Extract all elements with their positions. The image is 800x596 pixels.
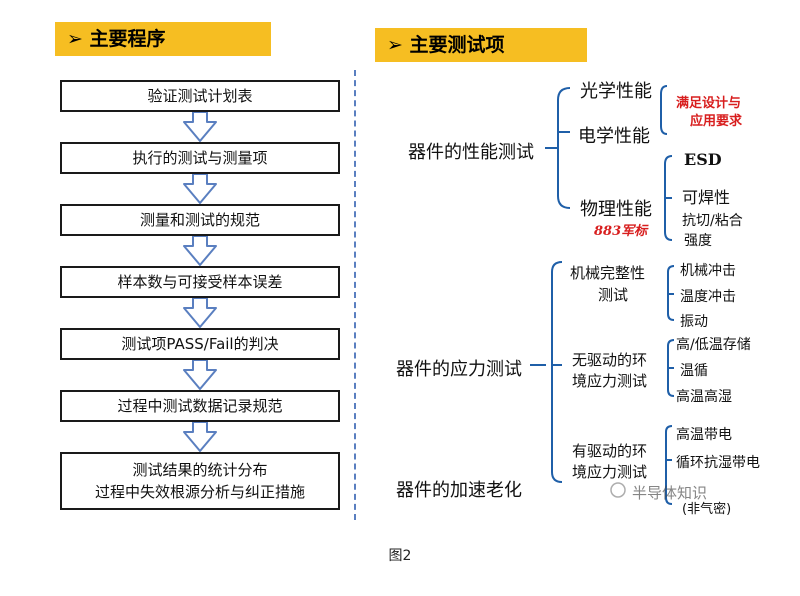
sub-optical: 光学性能 (580, 81, 652, 102)
sub-mechanical-line-1: 机械完整性 (570, 264, 646, 282)
watermark: 半导体知识 (632, 484, 708, 502)
down-arrow-icon (183, 173, 217, 204)
wechat-icon (610, 482, 626, 498)
sub-nondriven-line-1: 无驱动的环 (572, 351, 648, 369)
group-title-aging: 器件的加速老化 (396, 480, 522, 501)
item-strength: 强度 (684, 233, 712, 249)
flow-step-6: 过程中测试数据记录规范 (60, 390, 340, 422)
down-arrow-icon (183, 359, 217, 390)
side-note-line-2: 应用要求 (690, 114, 743, 129)
item-thermal-shock: 温度冲击 (680, 289, 736, 305)
column-divider (354, 70, 356, 520)
figure-caption: 图2 (388, 548, 412, 564)
item-high-temp-humidity: 高温高湿 (676, 389, 732, 405)
item-esd: ESD (684, 150, 722, 169)
flow-step-5: 测试项PASS/Fail的判决 (60, 328, 340, 360)
flow-step-4: 样本数与可接受样本误差 (60, 266, 340, 298)
sub-nondriven-line-2: 境应力测试 (572, 372, 648, 390)
item-cyclic-humidity-bias: 循环抗湿带电 (676, 455, 760, 471)
item-non-hermetic: (非气密) (682, 502, 732, 517)
sub-driven-line-2: 境应力测试 (572, 463, 648, 481)
down-arrow-icon (183, 297, 217, 328)
item-high-low-storage: 高/低温存储 (676, 337, 751, 353)
down-arrow-icon (183, 235, 217, 266)
down-arrow-icon (183, 111, 217, 142)
sub-mechanical-line-2: 测试 (598, 286, 629, 304)
tag-883-standard: 883军标 (594, 224, 648, 239)
item-shear-bond: 抗切/粘合 (682, 213, 743, 229)
item-temp-cycling: 温循 (680, 363, 708, 379)
group-title-performance: 器件的性能测试 (408, 142, 534, 163)
right-header: ➢ 主要测试项 (375, 28, 587, 62)
flow-step-final-line-2: 过程中失效根源分析与纠正措施 (94, 483, 305, 501)
flow-step-final: 测试结果的统计分布 过程中失效根源分析与纠正措施 (60, 452, 340, 510)
item-solderability: 可焊性 (682, 188, 731, 207)
down-arrow-icon (183, 421, 217, 452)
item-mechanical-shock: 机械冲击 (680, 263, 736, 279)
sub-driven-line-1: 有驱动的环 (572, 442, 648, 460)
flow-step-3: 测量和测试的规范 (60, 204, 340, 236)
group-title-stress: 器件的应力测试 (396, 359, 522, 380)
flow-step-2: 执行的测试与测量项 (60, 142, 340, 174)
item-high-temp-bias: 高温带电 (676, 427, 732, 443)
sub-electrical: 电学性能 (578, 126, 650, 147)
flow-step-1: 验证测试计划表 (60, 80, 340, 112)
flow-step-final-line-1: 测试结果的统计分布 (132, 461, 268, 479)
item-vibration: 振动 (680, 314, 708, 330)
sub-physical: 物理性能 (580, 199, 652, 220)
left-header: ➢ 主要程序 (55, 22, 271, 56)
side-note-line-1: 满足设计与 (676, 96, 742, 111)
